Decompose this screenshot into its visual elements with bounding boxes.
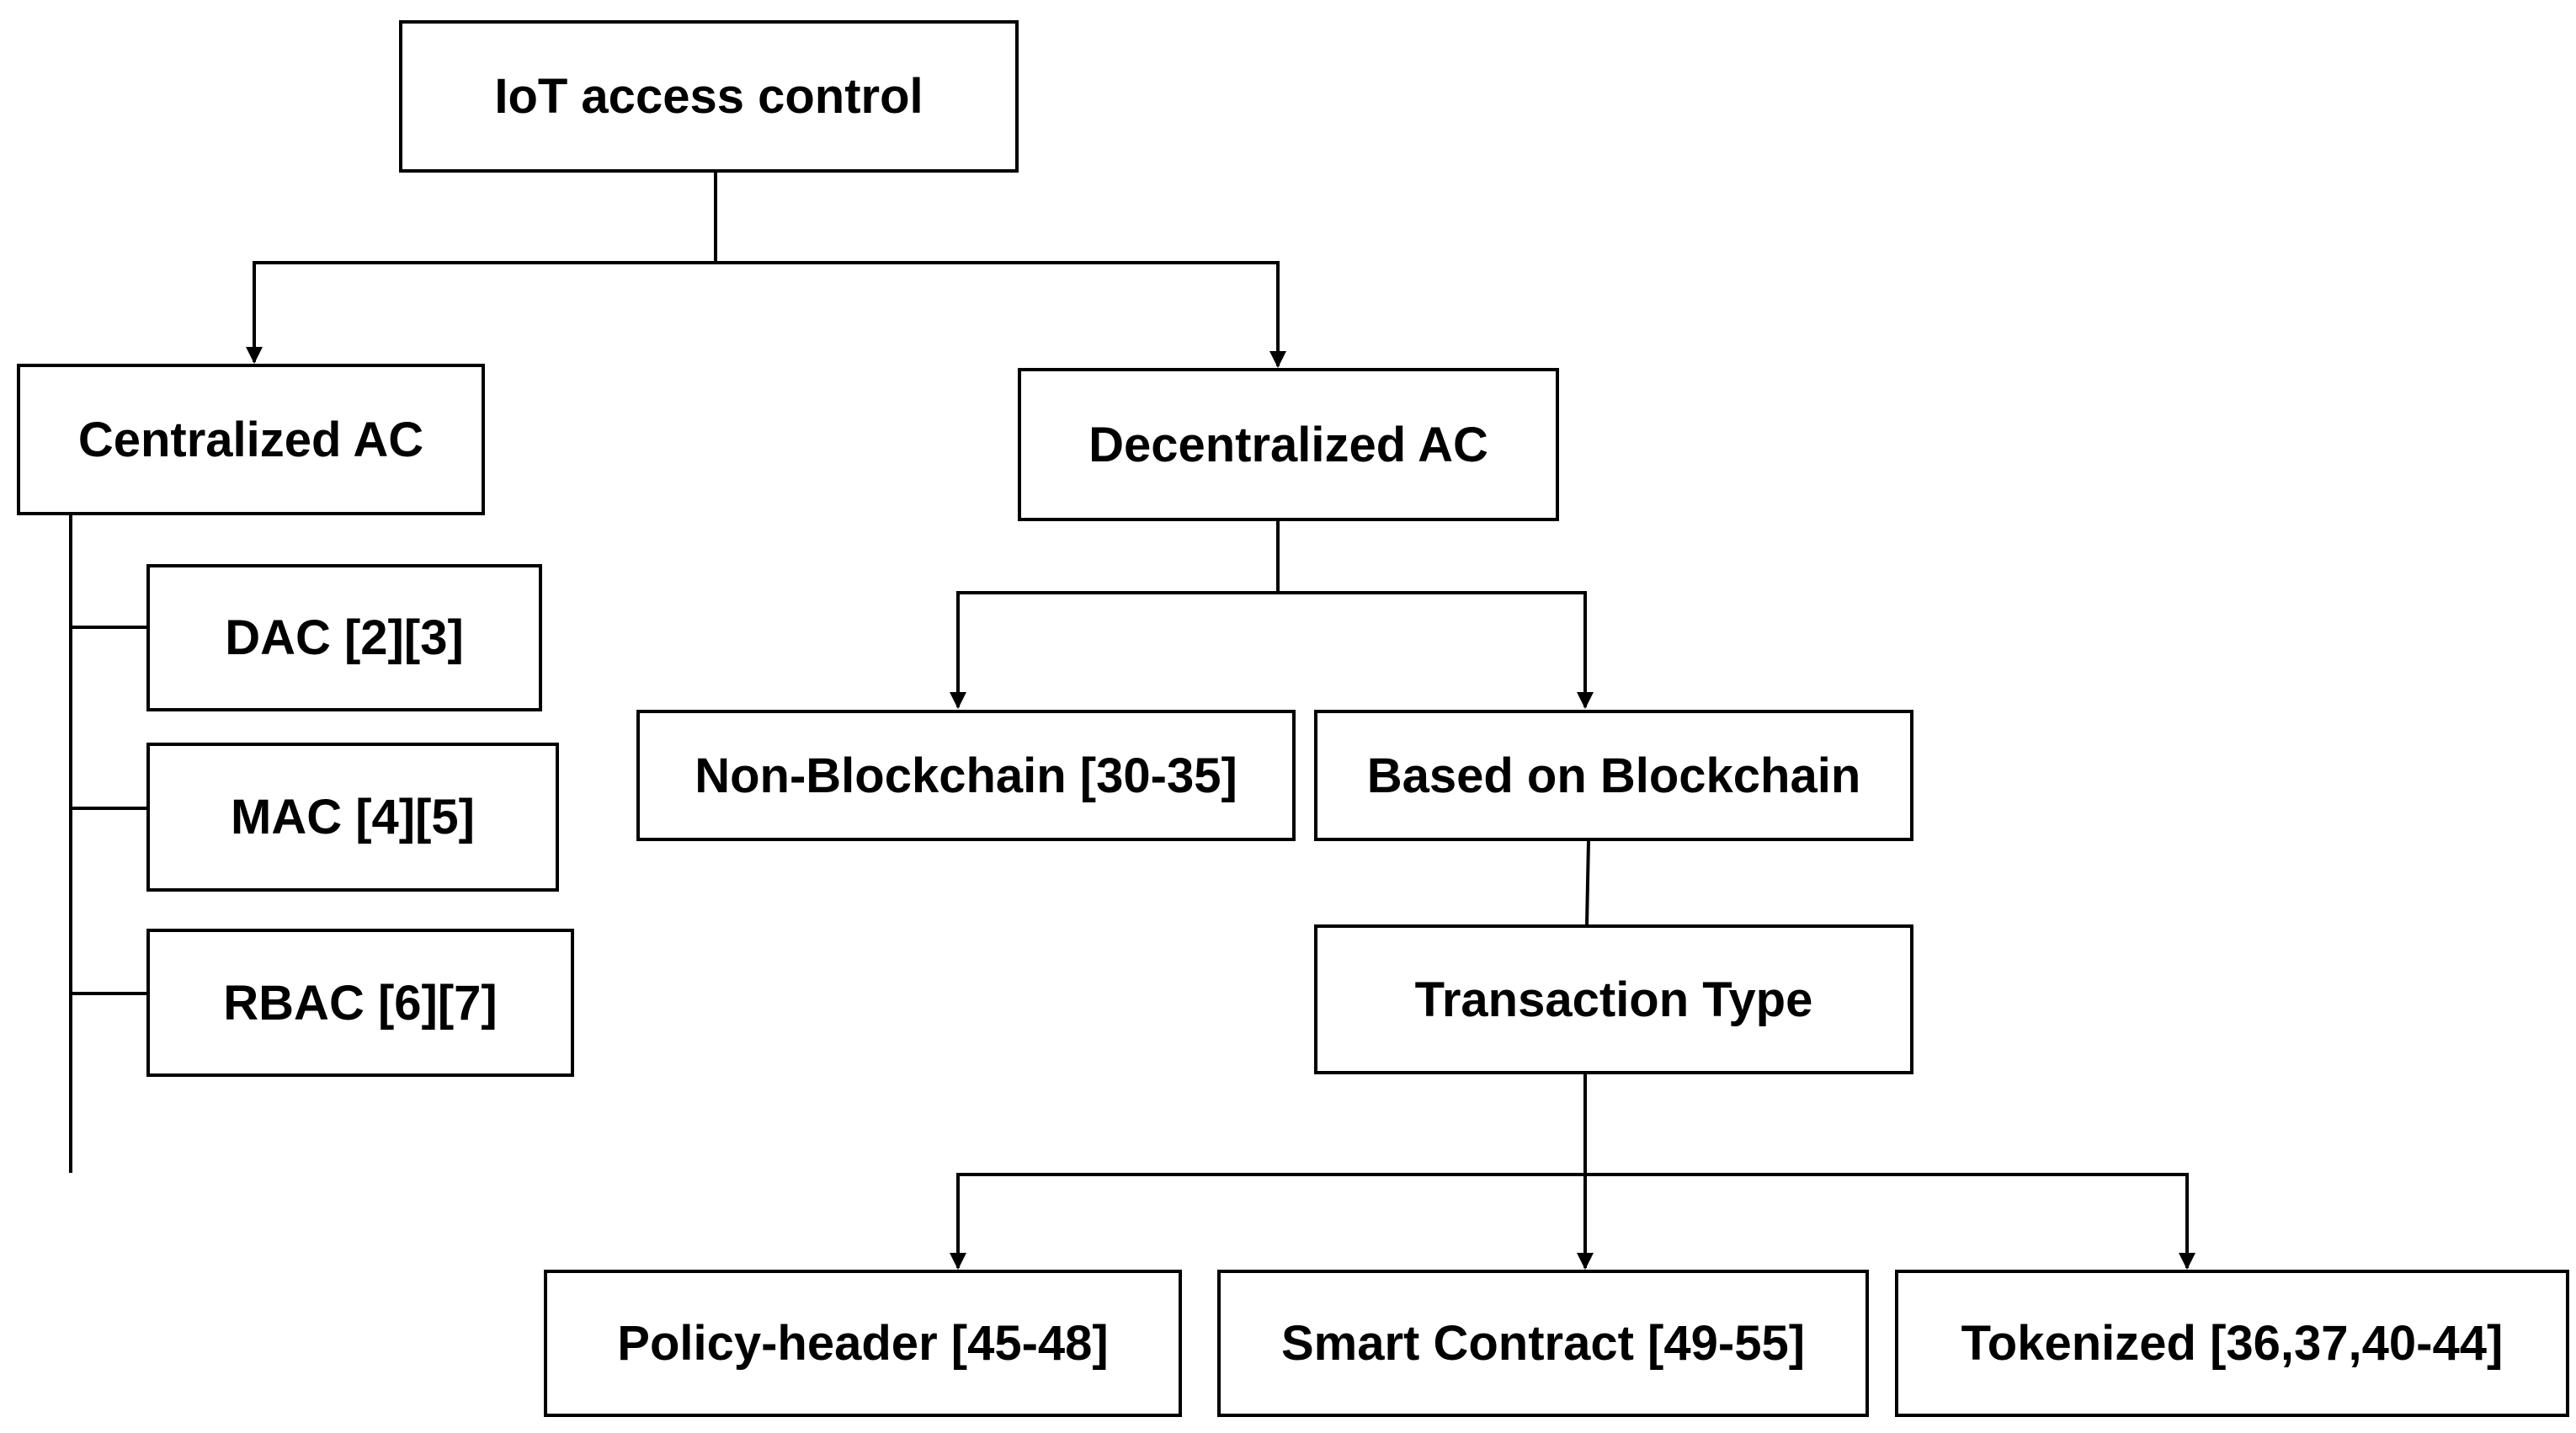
rbac-label: RBAC [6][7]: [223, 975, 498, 1031]
smart-contract-label: Smart Contract [49-55]: [1280, 1316, 1806, 1371]
centralized-ac-node: Centralized AC: [17, 364, 485, 515]
non-blockchain-label: Non-Blockchain [30-35]: [695, 748, 1237, 803]
mac-label: MAC [4][5]: [231, 790, 475, 844]
smart-contract-node: Smart Contract [49-55]: [1217, 1270, 1869, 1417]
non-blockchain-node: Non-Blockchain [30-35]: [636, 710, 1296, 841]
based-on-blockchain-label: Based on Blockchain: [1366, 748, 1861, 803]
tokenized-label: Tokenized [36,37,40-44]: [1961, 1316, 2504, 1371]
policy-header-node: Policy-header [45-48]: [544, 1270, 1182, 1417]
dac-node: DAC [2][3]: [146, 564, 542, 711]
transaction-type-label: Transaction Type: [1414, 972, 1813, 1027]
policy-header-label: Policy-header [45-48]: [617, 1316, 1109, 1371]
centralized-ac-label: Centralized AC: [77, 412, 424, 467]
decentralized-ac-label: Decentralized AC: [1088, 417, 1488, 472]
decentralized-ac-node: Decentralized AC: [1018, 368, 1559, 521]
rbac-node: RBAC [6][7]: [146, 929, 574, 1077]
tokenized-node: Tokenized [36,37,40-44]: [1895, 1270, 2569, 1417]
root-node: IoT access control: [399, 20, 1019, 173]
based-on-blockchain-node: Based on Blockchain: [1314, 710, 1913, 841]
root-label: IoT access control: [494, 69, 923, 124]
blockchain-to-transaction-line: [1585, 839, 1590, 925]
mac-node: MAC [4][5]: [146, 743, 559, 892]
transaction-type-node: Transaction Type: [1314, 924, 1913, 1074]
dac-label: DAC [2][3]: [225, 610, 464, 665]
